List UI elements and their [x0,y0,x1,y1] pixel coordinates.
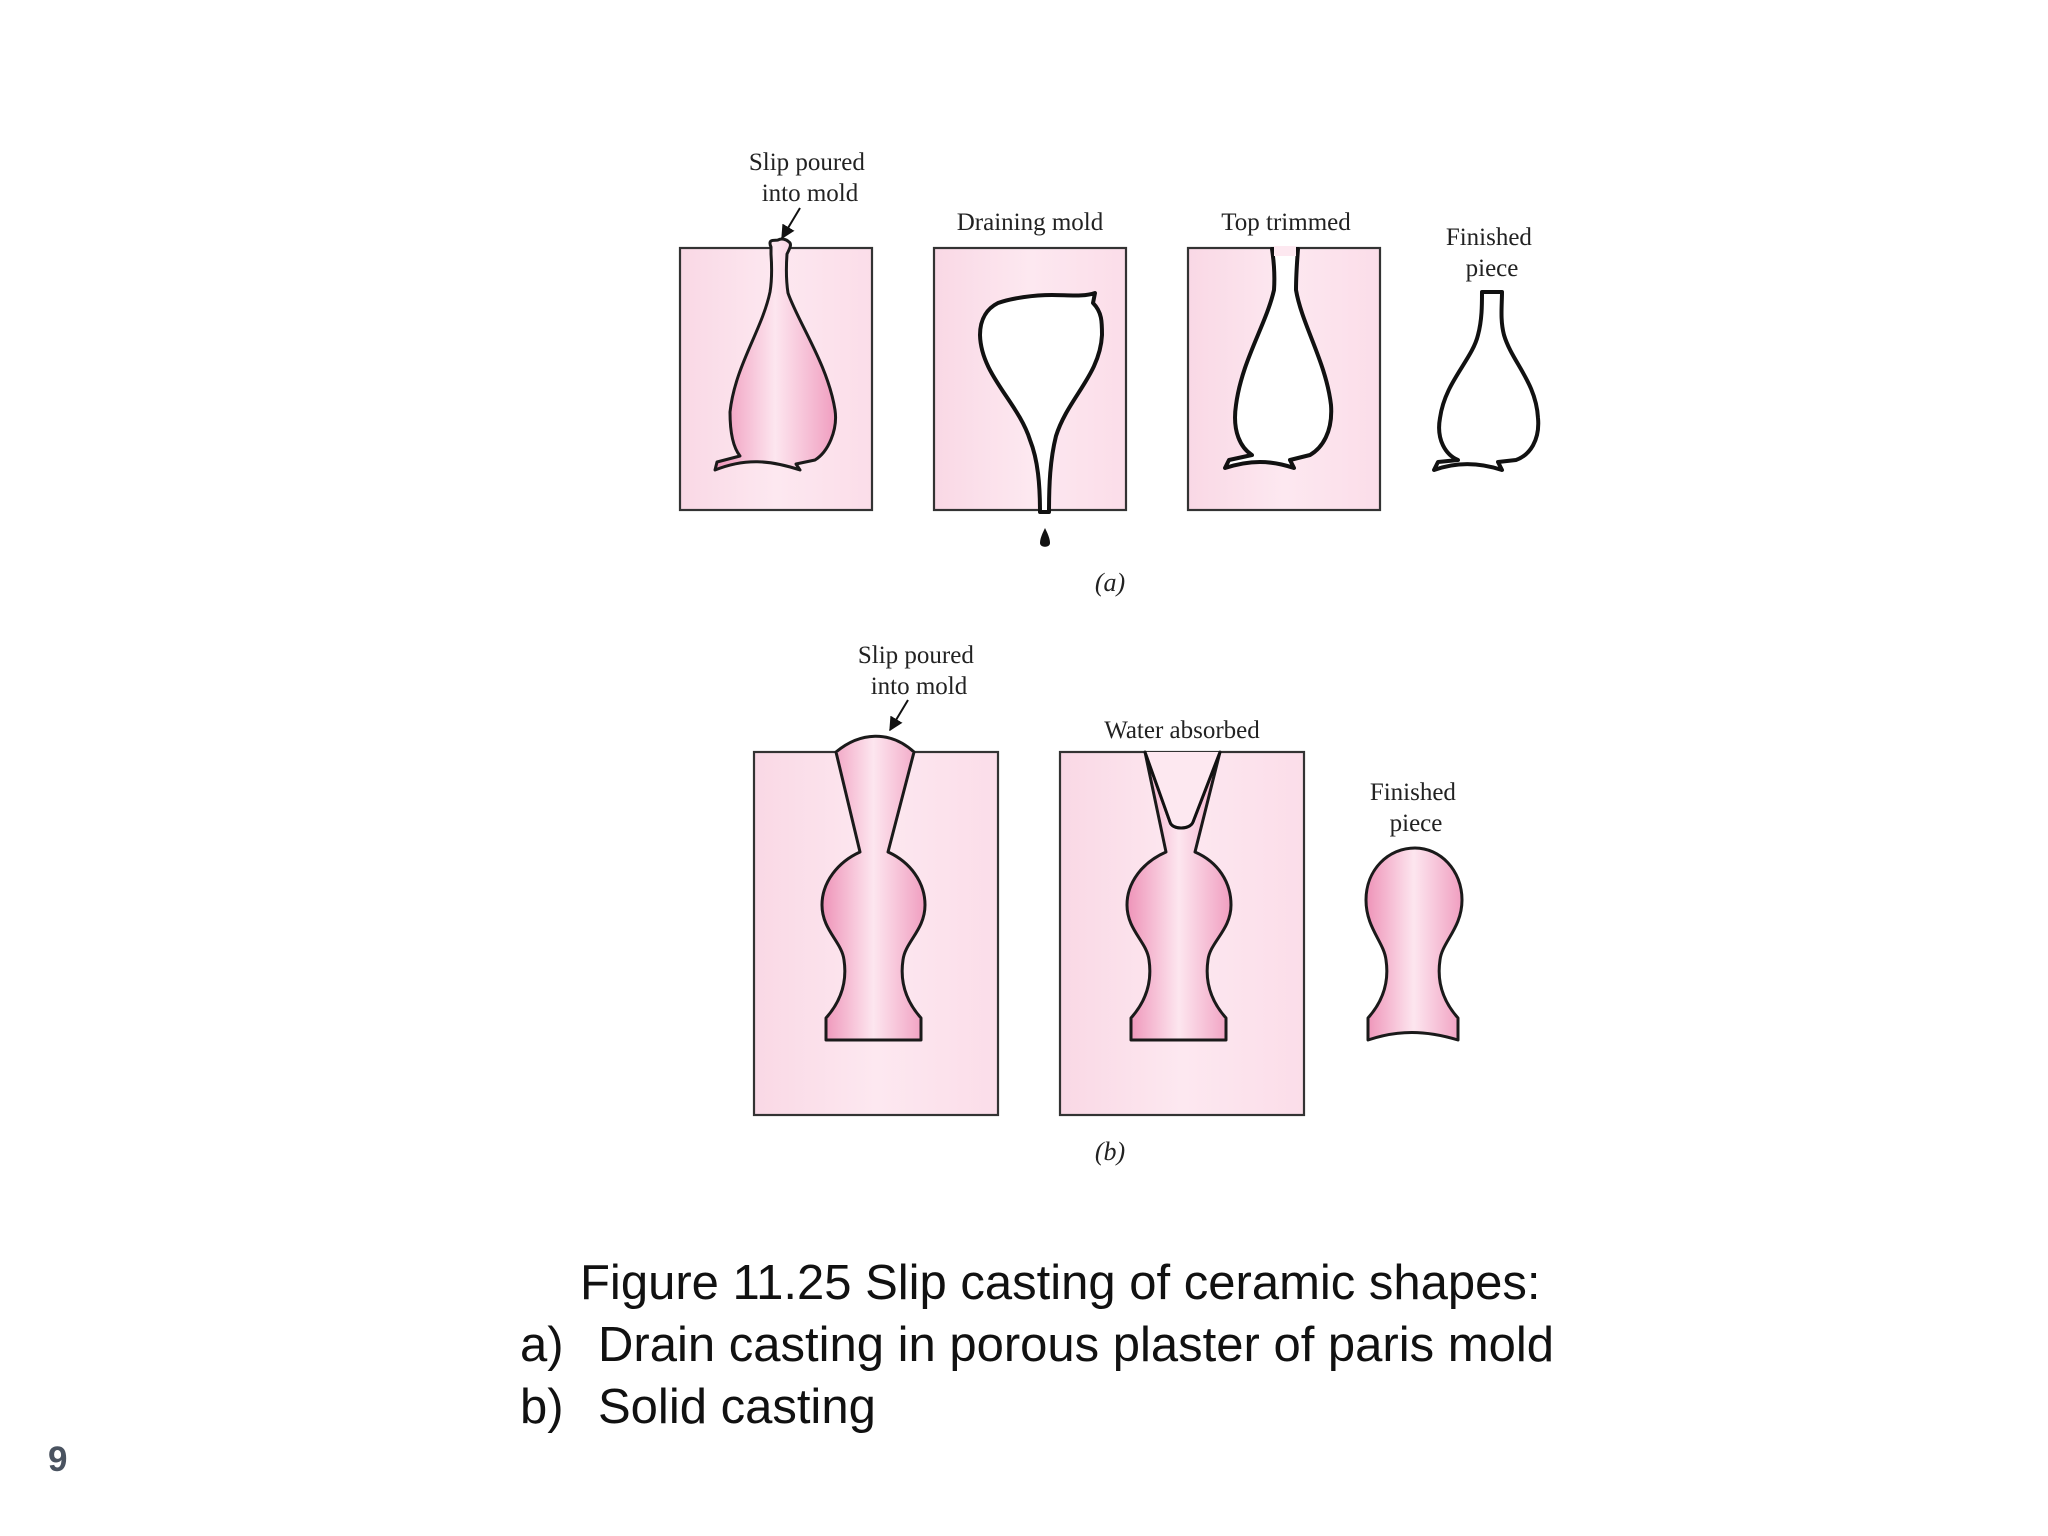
sub-label-b: (b) [1095,1137,1125,1166]
finished-vase-outline [1432,290,1541,472]
label-draining-mold: Draining mold [957,209,1104,236]
label-slip-poured-b-line2: into mold [871,673,968,700]
drip-drop [1040,528,1050,547]
trim-cut [1274,246,1296,256]
mold-a-draining: Draining mold [932,209,1128,547]
caption-item-key: b) [520,1380,564,1434]
label-top-trimmed: Top trimmed [1221,209,1351,236]
caption-item-text: Solid casting [598,1380,876,1434]
finished-solid-shape [1364,846,1464,1042]
svg-text:Slip poured into mold: Slip poured into mold [858,642,980,700]
arrow-slip-b [889,699,909,732]
drained-cavity [978,291,1104,514]
label-slip-poured-a-line2: into mold [762,180,859,207]
label-finished-a-line1: Finished [1446,224,1533,251]
caption-item-b: b) Solid casting [520,1376,1720,1438]
panel-a: Slip poured into mold Draining mold Top … [678,149,1541,597]
caption-item-text: Drain casting in porous plaster of paris… [598,1318,1554,1372]
caption-item-key: a) [520,1318,564,1372]
label-finished-b-line2: piece [1390,810,1443,837]
label-water-absorbed: Water absorbed [1104,717,1260,744]
caption-item-a: a) Drain casting in porous plaster of pa… [520,1314,1720,1376]
label-slip-poured-a-line1: Slip poured [749,149,865,176]
slide-number: 9 [48,1440,68,1479]
label-finished-a-line2: piece [1466,255,1519,282]
caption-title: Figure 11.25 Slip casting of ceramic sha… [580,1256,1541,1310]
svg-text:Finished piece: Finished piece [1446,224,1538,282]
label-finished-b-line1: Finished [1370,779,1457,806]
finished-piece-a: Finished piece [1432,224,1541,472]
arrow-slip-a [781,207,801,240]
svg-text:Slip poured into mold: Slip poured into mold [749,149,871,207]
mold-a-slip-poured: Slip poured into mold [678,149,874,512]
mold-b-slip-poured: Slip poured into mold [752,642,1000,1117]
mold-a-top-trimmed: Top trimmed [1186,209,1382,512]
slip-absorbed-shape [1125,750,1233,1042]
sub-label-a: (a) [1095,568,1125,597]
label-slip-poured-b-line1: Slip poured [858,642,974,669]
figure-caption: Figure 11.25 Slip casting of ceramic sha… [520,1252,1720,1438]
finished-piece-b: Finished piece [1364,779,1464,1042]
slip-solid-shape [820,734,927,1042]
absorbed-v-notch [1143,751,1222,830]
svg-text:Finished piece: Finished piece [1370,779,1462,837]
panel-b: Slip poured into mold Water absorbed Fin… [752,642,1464,1166]
trimmed-cavity [1223,247,1334,470]
mold-b-water-absorbed: Water absorbed [1058,717,1306,1117]
slip-vase-shape [713,237,838,472]
